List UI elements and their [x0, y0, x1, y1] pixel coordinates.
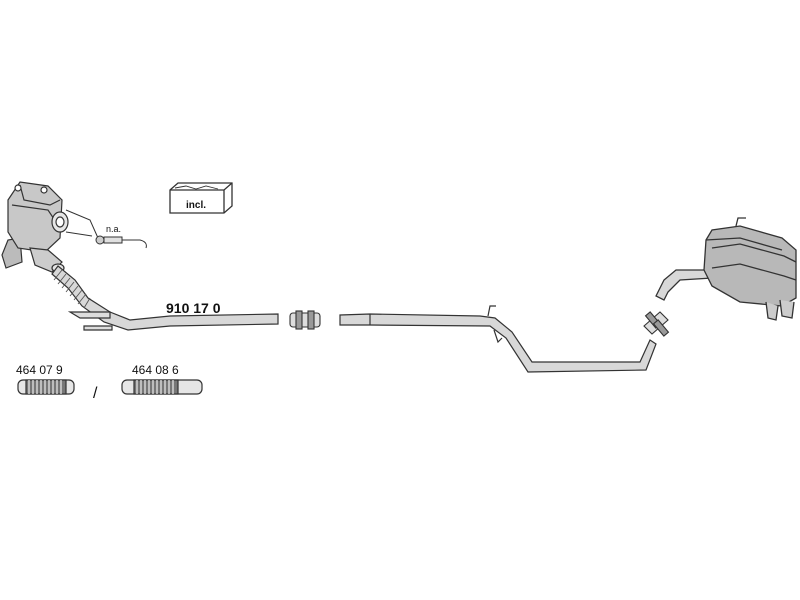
middle-pipe [339, 305, 657, 373]
flex-pipe-a [17, 379, 75, 395]
flex-pipe-b-number: 464 08 6 [132, 363, 179, 377]
pipe-clamp [289, 310, 321, 330]
catalytic-converter [1, 181, 69, 273]
mounting-kit-box: incl. [169, 182, 233, 214]
flex-pipe-a-number: 464 07 9 [16, 363, 63, 377]
flex-pipe-separator: / [93, 385, 98, 402]
rear-muffler [655, 217, 797, 321]
kit-label: incl. [186, 200, 206, 211]
main-pipe-part-number: 910 17 0 [166, 300, 221, 316]
front-pipe-with-flex [51, 265, 279, 331]
oxygen-sensor: n.a. [65, 209, 147, 249]
rear-pipe-clamp [643, 311, 670, 337]
flex-pipe-b [121, 379, 203, 395]
sensor-label: n.a. [106, 224, 121, 234]
